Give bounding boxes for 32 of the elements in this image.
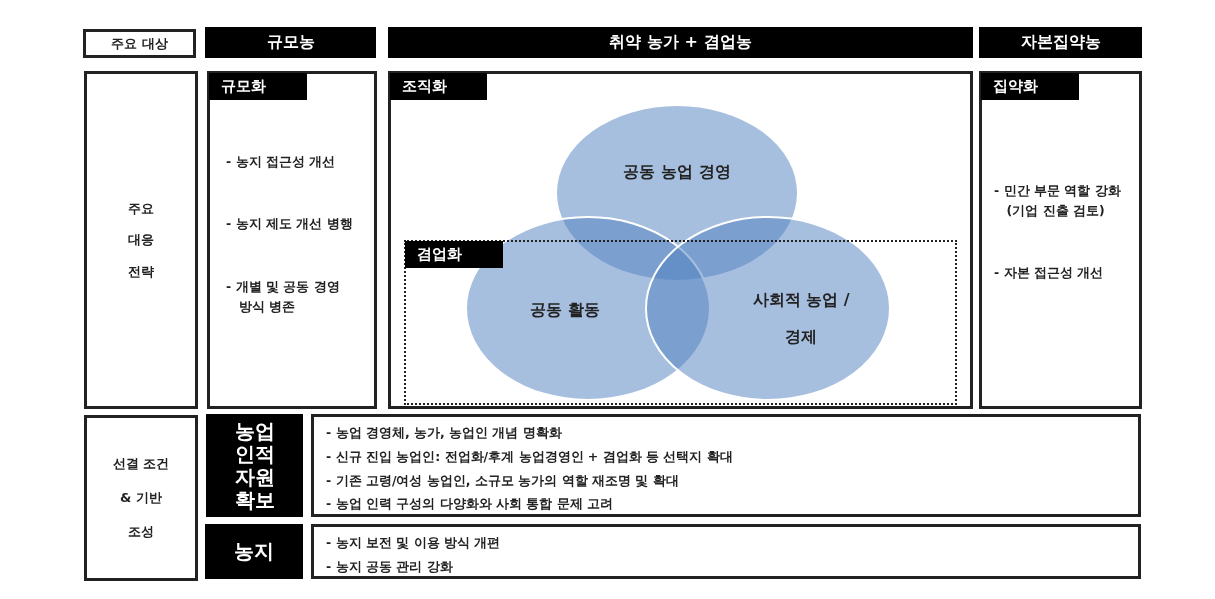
circle-label: 사회적 농업 /경제: [751, 289, 851, 348]
bullet-list-box: [311, 414, 1141, 517]
header-bar: 취약 농가 + 겸업농: [388, 27, 973, 58]
bullet-text: - 민간 부문 역할 강화(기업 진출 검토): [994, 182, 1122, 220]
bullet-text: - 농지 공동 관리 강화: [326, 557, 454, 576]
category-block: 농지: [205, 524, 303, 579]
tab-label: 규모화: [209, 73, 307, 100]
strategy-panel: [979, 71, 1142, 409]
tab-label: 집약화: [981, 73, 1079, 100]
dotted-group-box: [404, 240, 957, 405]
tab-label: 겸업화: [405, 241, 503, 268]
header-bar: 규모농: [205, 27, 376, 58]
strategy-panel: [388, 71, 973, 409]
category-block: 농업 인적 자원 확보: [206, 414, 303, 517]
bullet-text: - 개별 및 공동 경영 방식 병존: [226, 278, 341, 316]
bullet-text: - 자본 접근성 개선: [994, 264, 1105, 282]
circle-label: 공동 활동: [529, 300, 601, 321]
header-label-box: 주요 대상: [83, 29, 196, 58]
tab-label: 조직화: [390, 73, 487, 100]
row-label-box: 선결 조건 & 기반 조성: [84, 415, 198, 581]
bullet-text: - 기존 고령/여성 농업인, 소규모 농가의 역할 재조명 및 확대: [326, 471, 680, 490]
circle-label: 공동 농업 경영: [622, 162, 732, 183]
bullet-text: - 신규 진입 농업인: 전업화/후계 농업경영인 + 겸업화 등 선택지 확대: [326, 447, 734, 466]
bullet-text: - 농지 보전 및 이용 방식 개편: [326, 534, 502, 552]
row-label-box: 주요 대응 전략: [84, 71, 198, 409]
bullet-text: - 농지 접근성 개선: [226, 153, 337, 171]
bullet-text: - 농업 인력 구성의 다양화와 사회 통합 문제 고려: [326, 495, 614, 514]
bullet-list-box: [311, 524, 1141, 579]
bullet-text: - 농지 제도 개선 병행: [226, 215, 354, 233]
bullet-text: - 농업 경영체, 농가, 농업인 개념 명확화: [326, 424, 563, 442]
header-bar: 자본집약농: [979, 27, 1142, 58]
strategy-panel: [207, 71, 377, 409]
